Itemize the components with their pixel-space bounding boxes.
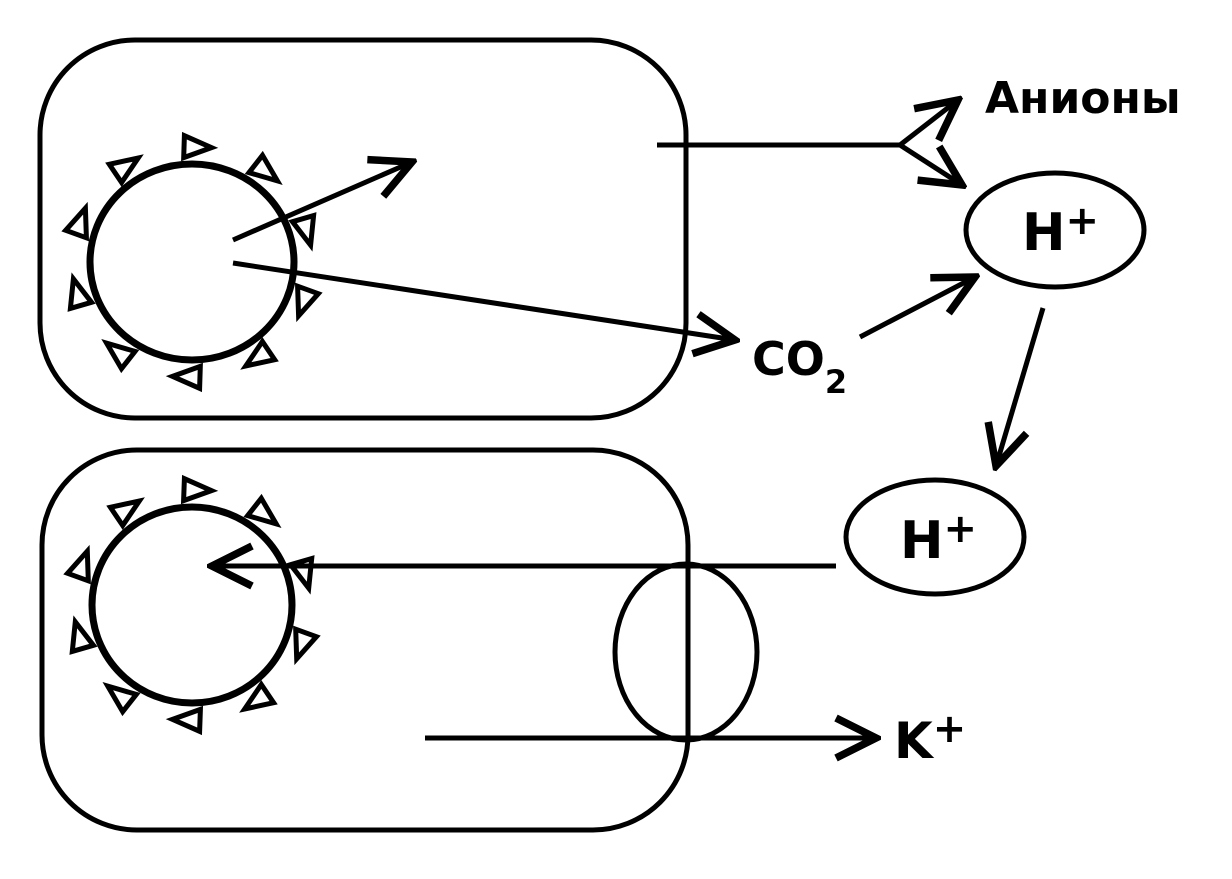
vesicle-triangle (243, 493, 282, 529)
vesicle-triangle (61, 201, 90, 242)
vesicle-triangle (69, 615, 98, 655)
k-plus-label: K+ (894, 706, 966, 770)
h-plus-top-in-arrow (898, 142, 962, 185)
vesicle-outward-arrow (232, 162, 412, 243)
vesicle-triangle (165, 362, 203, 393)
vesicle-triangle (286, 555, 315, 595)
h-plus-top-label: H+ (1022, 198, 1099, 263)
h-plus-top-ellipse (963, 170, 1147, 290)
bottom-cell (39, 447, 691, 833)
co2-label: CO2 (752, 332, 847, 401)
vesicle-triangle (294, 282, 323, 323)
anions-arrow (898, 100, 958, 147)
anions-label: Анионы (985, 73, 1181, 124)
vesicle-triangle (67, 272, 96, 312)
vesicle-triangle (180, 474, 219, 505)
vesicle-to-co2-arrow (232, 260, 735, 340)
vesicle-triangle (240, 337, 279, 370)
bottom-vesicle (63, 474, 321, 736)
vesicle-triangle (106, 497, 145, 530)
top-cell (37, 37, 689, 421)
h-plus-bottom-ellipse (843, 477, 1027, 597)
co2-to-h-plus-arrow (858, 277, 975, 340)
vesicle-triangle (239, 680, 278, 713)
top-vesicle (61, 131, 323, 393)
vesicle-triangle (101, 338, 140, 374)
vesicle-triangle (244, 150, 283, 186)
vesicle-triangle (293, 625, 321, 666)
vesicle-triangle (165, 705, 204, 736)
vesicle-triangle (288, 212, 317, 252)
vesicle-triangle (102, 681, 141, 717)
h-plus-bottom-label: H+ (900, 506, 977, 571)
vesicle-triangle (63, 544, 91, 585)
h-plus-down-arrow (996, 307, 1046, 466)
vesicle-triangle (181, 131, 219, 162)
vesicle-triangle (105, 154, 144, 187)
